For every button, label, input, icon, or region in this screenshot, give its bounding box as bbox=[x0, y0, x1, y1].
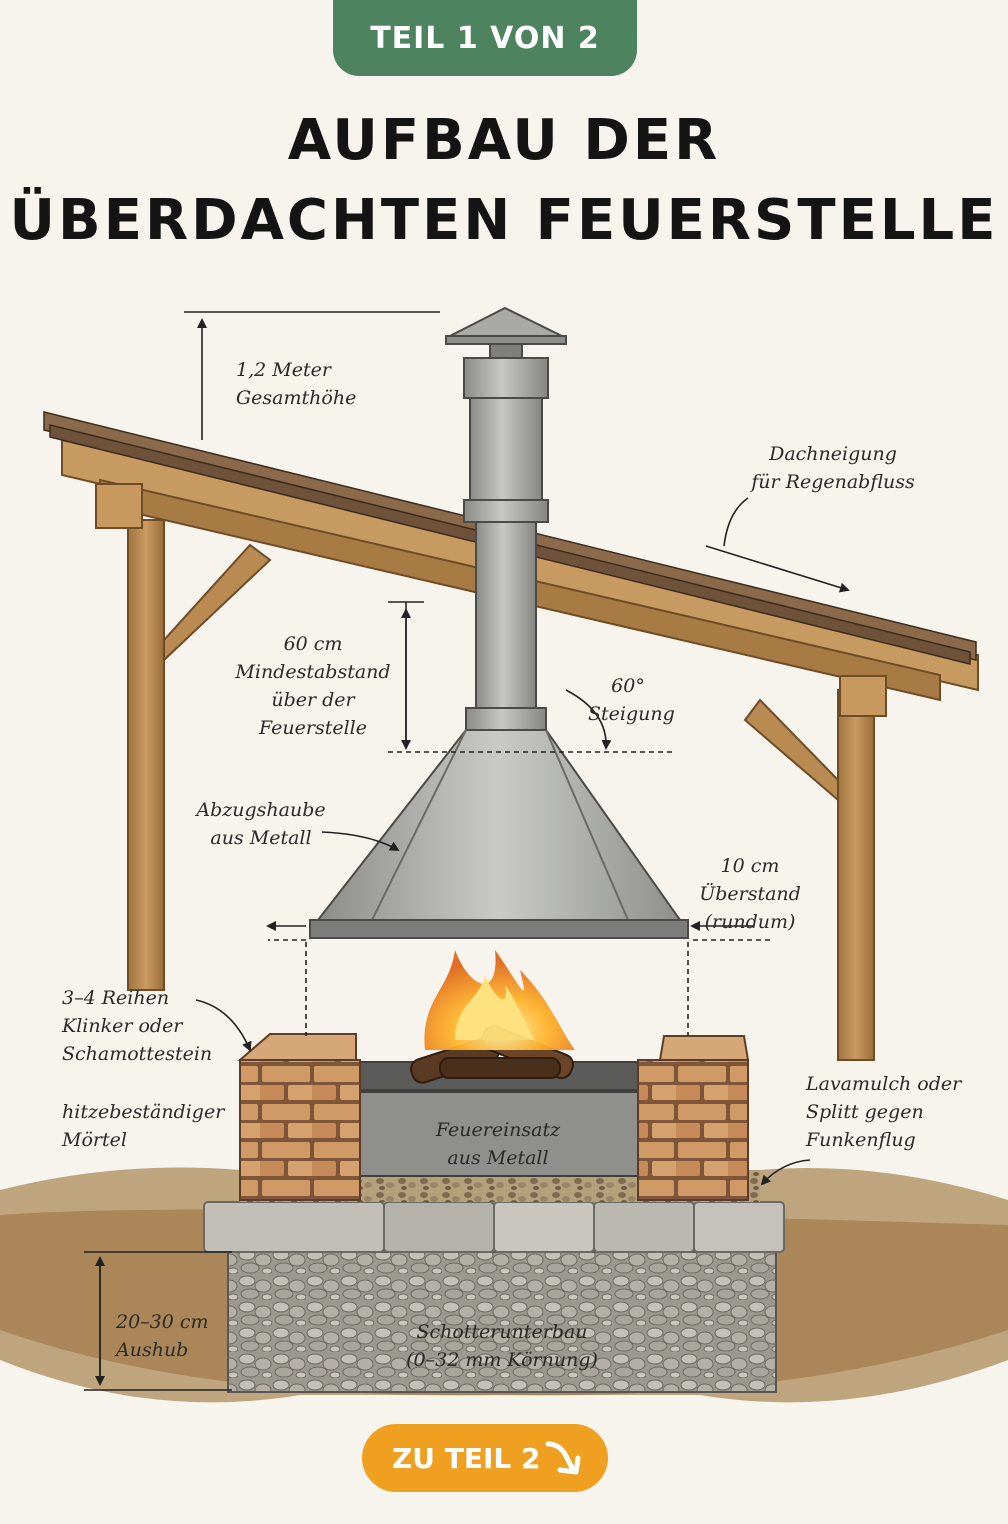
next-part-label: ZU TEIL 2 bbox=[392, 1441, 541, 1475]
label-mortar: hitzebeständiger Mörtel bbox=[62, 1101, 225, 1151]
next-part-button[interactable]: ZU TEIL 2 bbox=[362, 1424, 608, 1492]
flames bbox=[424, 950, 575, 1050]
label-lava: Lavamulch oder Splitt gegen Funkenflug bbox=[806, 1073, 962, 1151]
label-rows: 3–4 Reihen Klinker oder Schamottestein bbox=[62, 987, 213, 1065]
label-overhang: 10 cm Überstand (rundum) bbox=[699, 855, 801, 933]
title-line-1: AUFBAU DER bbox=[287, 108, 721, 173]
label-min-distance: 60 cm Mindestabstand über der Feuerstell… bbox=[235, 633, 391, 739]
label-insert: Feuereinsatz aus Metall bbox=[435, 1119, 561, 1169]
chimney bbox=[445, 306, 567, 731]
label-roof-slope: Dachneigung für Regenabfluss bbox=[751, 443, 915, 493]
label-incline: 60° Steigung bbox=[588, 675, 675, 725]
title-line-2: ÜBERDACHTEN FEUERSTELLE bbox=[9, 188, 999, 253]
label-height-total: 1,2 Meter Gesamthöhe bbox=[236, 359, 357, 409]
fire-insert bbox=[314, 1061, 680, 1177]
label-gravel: Schotterunterbau (0–32 mm Körnung) bbox=[406, 1321, 598, 1371]
brick-walls bbox=[237, 1033, 750, 1201]
label-hood: Abzugshaube aus Metall bbox=[196, 799, 326, 849]
stone-slabs bbox=[203, 1201, 785, 1253]
arrow-down-right-icon bbox=[545, 1441, 581, 1475]
part-badge: TEIL 1 VON 2 bbox=[333, 0, 637, 76]
label-excavation: 20–30 cm Aushub bbox=[116, 1311, 209, 1361]
hood bbox=[309, 729, 689, 939]
